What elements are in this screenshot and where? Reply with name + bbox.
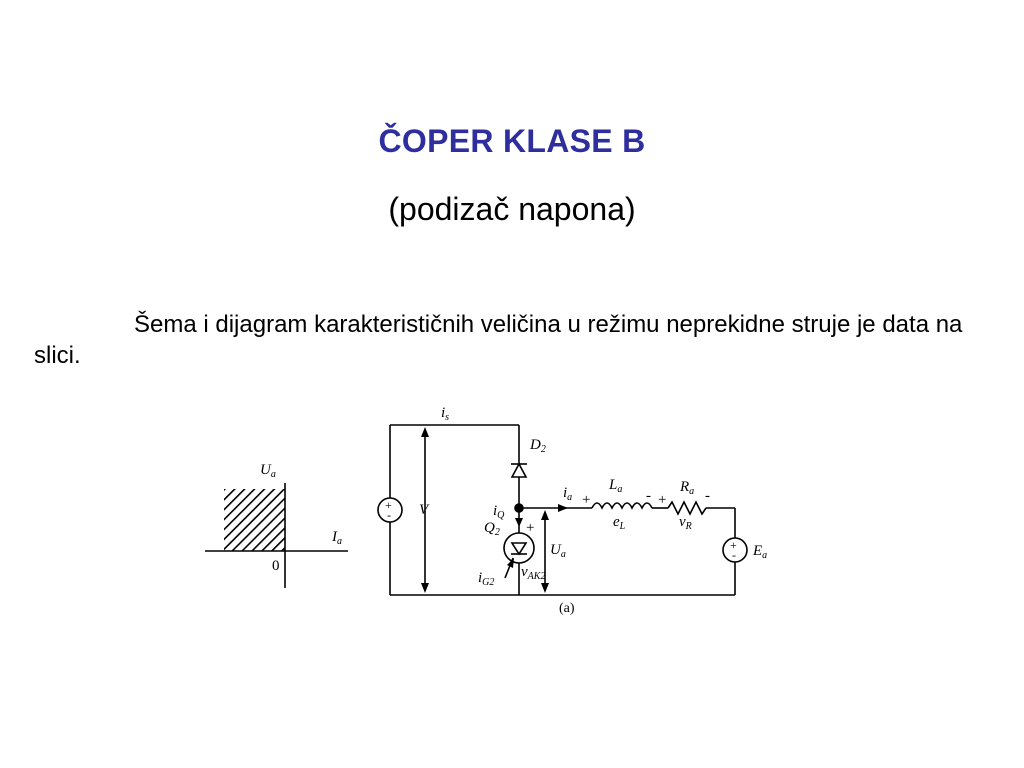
label-ia: ia — [563, 485, 572, 503]
ig2-arrow — [507, 558, 514, 568]
ea-plus: + — [730, 538, 737, 552]
origin-label: 0 — [272, 558, 280, 574]
thyristor-q2-symbol — [510, 542, 528, 556]
quadrant-diagram: Ua Ia 0 — [205, 462, 348, 588]
la-plus: + — [582, 492, 590, 508]
label-is: is — [441, 405, 449, 423]
la-minus: - — [646, 488, 651, 504]
q2-plus: + — [526, 520, 534, 536]
label-ra: Ra — [679, 479, 694, 497]
ra-plus: + — [658, 492, 666, 508]
operating-region — [224, 489, 285, 551]
label-iq: iQ — [493, 503, 505, 521]
ea-minus: - — [732, 548, 736, 562]
source-polarities: + - + - — [385, 498, 737, 562]
label-ig2: iG2 — [478, 570, 494, 588]
ia-arrow — [558, 504, 568, 512]
label-la: La — [608, 477, 622, 495]
figure-caption: (a) — [559, 601, 575, 616]
iq-arrow — [515, 518, 523, 527]
ra-minus: - — [705, 488, 710, 504]
label-v: V — [419, 502, 430, 518]
ua-arrow-head-bottom — [541, 583, 549, 593]
circuit-labels: is D2 V iQ Q2 ia La Ra eL vR Ua vAK2 iG2… — [419, 405, 767, 616]
label-q2: Q2 — [484, 520, 500, 538]
circuit — [377, 424, 748, 596]
v-arrow-head-bottom — [421, 583, 429, 593]
voltage-source-v — [377, 497, 403, 523]
x-axis-label: Ia — [331, 529, 342, 547]
resistor-ra — [667, 500, 707, 516]
v-arrow-head-top — [421, 427, 429, 437]
inductor-la — [591, 502, 653, 510]
label-vr: vR — [679, 514, 692, 532]
slide-subtitle: (podizač napona) — [388, 191, 636, 227]
ua-arrow-head-top — [541, 510, 549, 520]
label-vak2: vAK2 — [521, 564, 545, 582]
slide-title: ČOPER KLASE B — [378, 123, 646, 159]
v-plus: + — [385, 498, 392, 512]
label-d2: D2 — [529, 437, 546, 455]
y-axis-label: Ua — [260, 462, 276, 480]
voltage-source-ea — [722, 537, 748, 563]
thyristor-q2-body — [503, 532, 535, 564]
diode-d2-symbol — [510, 462, 528, 478]
node-dot — [514, 503, 524, 513]
label-ua: Ua — [550, 542, 566, 560]
element-polarities: + - + - + — [526, 488, 710, 536]
body-paragraph: Šema i dijagram karakterističnih veličin… — [34, 311, 963, 369]
label-ea: Ea — [752, 543, 767, 561]
label-el: eL — [613, 514, 626, 532]
v-minus: - — [387, 508, 391, 522]
